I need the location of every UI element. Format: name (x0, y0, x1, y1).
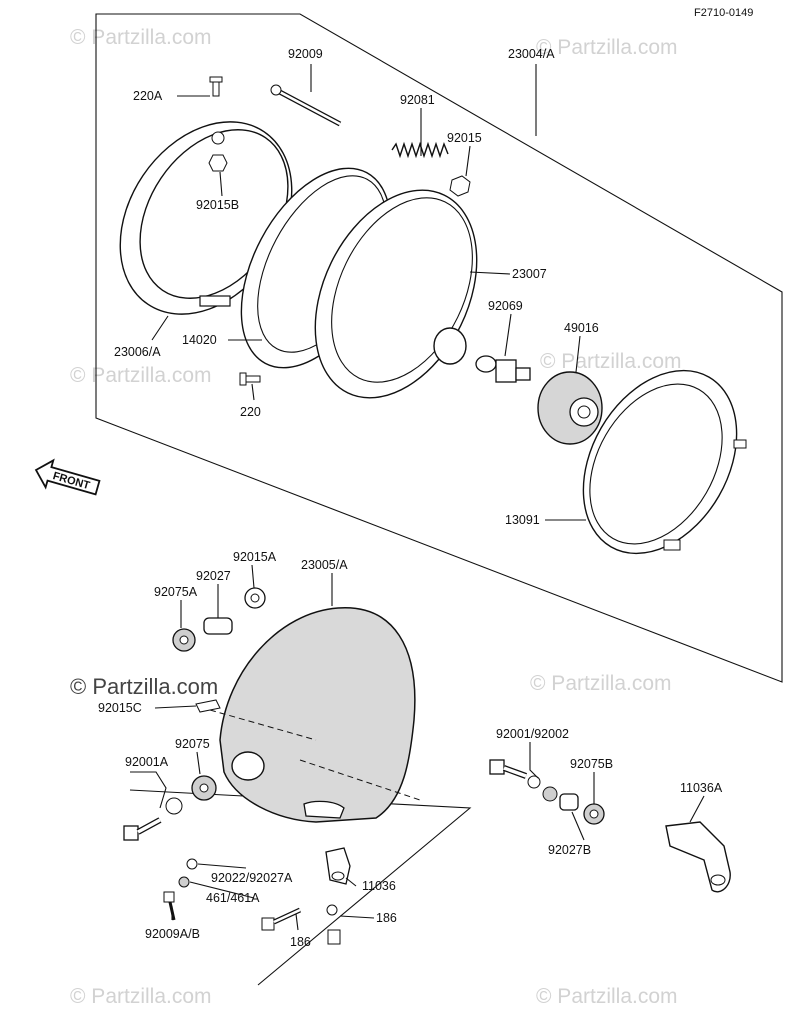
callout-92027B: 92027B (548, 843, 591, 857)
callout-186-right: 186 (376, 911, 397, 925)
callout-461-461A: 461/461A (206, 891, 260, 905)
watermarks: © Partzilla.com © Partzilla.com © Partzi… (70, 26, 682, 1008)
grommet-92075A (172, 628, 196, 652)
screw-92022 (178, 858, 198, 888)
callout-92001-92002: 92001/92002 (496, 727, 569, 741)
nut-92015B (208, 131, 228, 172)
callout-23004A: 23004/A (508, 47, 555, 61)
callout-23007: 23007 (512, 267, 547, 281)
callout-11036A: 11036A (680, 781, 723, 795)
callout-92075A: 92075A (154, 585, 198, 599)
callout-220: 220 (240, 405, 261, 419)
callout-11036: 11036 (362, 879, 396, 893)
bolt-186-left (261, 907, 302, 931)
housing-shell-23005A (209, 607, 421, 823)
callout-23006A: 23006/A (114, 345, 161, 359)
nut-92015A (244, 587, 266, 609)
callout-92075B: 92075B (570, 757, 613, 771)
callout-92015C: 92015C (98, 701, 142, 715)
collar-92027B (559, 793, 579, 811)
bracket-11036A (665, 821, 731, 893)
callout-92001A: 92001A (125, 755, 169, 769)
nut-92015 (449, 175, 471, 197)
front-arrow: FRONT (34, 458, 101, 496)
callout-92027: 92027 (196, 569, 231, 583)
bracket-11036 (325, 847, 351, 885)
callout-92009AB: 92009A/B (145, 927, 200, 941)
callout-13091: 13091 (505, 513, 540, 527)
collar-92027 (203, 617, 233, 635)
watermark: © Partzilla.com (70, 26, 212, 49)
figure-code: F2710-0149 (694, 7, 753, 19)
callout-220A: 220A (133, 89, 163, 103)
sealed-beam-23007 (314, 189, 478, 399)
callout-14020: 14020 (182, 333, 217, 347)
callout-92022-92027A: 92022/92027A (211, 871, 293, 885)
socket-cover-49016 (537, 371, 603, 445)
callout-186-left: 186 (290, 935, 311, 949)
watermark: © Partzilla.com (540, 350, 682, 373)
bolt-92001-92002 (489, 759, 558, 802)
grommet-92075 (191, 775, 217, 801)
bolt-92001A (123, 797, 183, 841)
screw-220 (239, 372, 261, 386)
spring-92081 (391, 141, 449, 159)
callout-92069: 92069 (488, 299, 523, 313)
bulb-92069 (475, 355, 531, 383)
callout-92075: 92075 (175, 737, 210, 751)
watermark-center: © Partzilla.com (70, 674, 218, 699)
watermark: © Partzilla.com (536, 36, 678, 59)
leader-lines (130, 64, 705, 931)
callout-23005A: 23005/A (301, 558, 348, 572)
callout-92081: 92081 (400, 93, 435, 107)
upper-assembly-outline (95, 13, 783, 683)
watermark: © Partzilla.com (530, 672, 672, 695)
watermark: © Partzilla.com (70, 985, 212, 1008)
clip-92015C (195, 699, 221, 713)
grommet-92075B (583, 803, 605, 825)
watermark: © Partzilla.com (70, 364, 212, 387)
callout-92015B: 92015B (196, 198, 239, 212)
callout-92015: 92015 (447, 131, 482, 145)
watermark: © Partzilla.com (536, 985, 678, 1008)
callout-49016: 49016 (564, 321, 599, 335)
screw-220A (209, 76, 223, 97)
bolt-92009 (270, 84, 342, 127)
callout-92015A: 92015A (233, 550, 277, 564)
bolt-186-right (326, 904, 341, 945)
callout-92009: 92009 (288, 47, 323, 61)
housing-ring-13091 (582, 369, 747, 555)
